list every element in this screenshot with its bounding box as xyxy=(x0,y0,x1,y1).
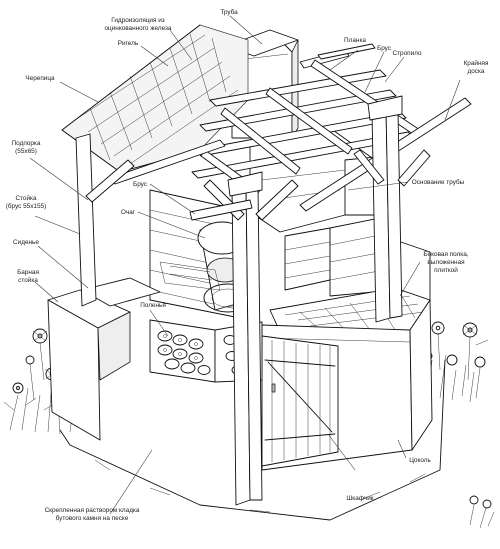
label-stoyka-2: (брус 55х155) xyxy=(6,202,46,210)
label-ochag: Очаг xyxy=(121,209,136,216)
label-stoyka-1: Стойка xyxy=(15,194,37,202)
label-bokovaya-3: плиткой xyxy=(434,266,458,274)
label-gidroizolyatsiya-1: Гидроизоляция из xyxy=(111,17,165,24)
label-shkafchik: Шкафчик xyxy=(346,495,373,502)
label-krainyaya-2: доска xyxy=(468,68,485,75)
label-kladka-2: бутового камня на песке xyxy=(56,514,129,522)
label-bokovaya-1: Боковая полка, xyxy=(423,251,468,258)
flowers-right xyxy=(419,321,495,529)
label-cherepitsa: Черепица xyxy=(25,75,55,82)
label-rigel: Ригель xyxy=(118,40,139,47)
label-podporka-1: Подпорка xyxy=(12,140,41,147)
stone-foundation xyxy=(59,359,446,521)
leader-lines xyxy=(29,15,461,515)
label-sidenye: Сиденье xyxy=(13,239,39,246)
bar-counter xyxy=(47,289,131,441)
label-osnovanie-truby: Основание трубы xyxy=(412,178,465,186)
posts xyxy=(75,95,403,506)
seat xyxy=(81,277,161,307)
label-barnaya-2: стойка xyxy=(18,276,38,284)
label-brus-top: Брус xyxy=(377,45,392,52)
label-barnaya-1: Барная xyxy=(17,269,39,276)
label-gidroizolyatsiya-2: оцинкованного железа xyxy=(105,25,172,32)
label-polenya: Поленья xyxy=(140,302,166,309)
label-stropilo: Стропило xyxy=(392,50,421,57)
braces xyxy=(85,149,431,221)
label-kladka-1: Скрепленная раствором кладка xyxy=(45,507,140,514)
label-brus-mid: Брус xyxy=(133,181,148,188)
label-podporka-2: (55х65) xyxy=(15,148,37,155)
label-planka: Планка xyxy=(344,37,366,44)
cabinet-door xyxy=(261,335,339,467)
label-tsokol: Цоколь xyxy=(409,457,431,464)
label-bokovaya-2: выложенная xyxy=(427,259,465,266)
label-krainyaya-1: Крайняя xyxy=(464,59,489,67)
labels: Труба Гидроизоляция из оцинкованного жел… xyxy=(6,8,489,522)
label-truba: Труба xyxy=(220,8,238,16)
